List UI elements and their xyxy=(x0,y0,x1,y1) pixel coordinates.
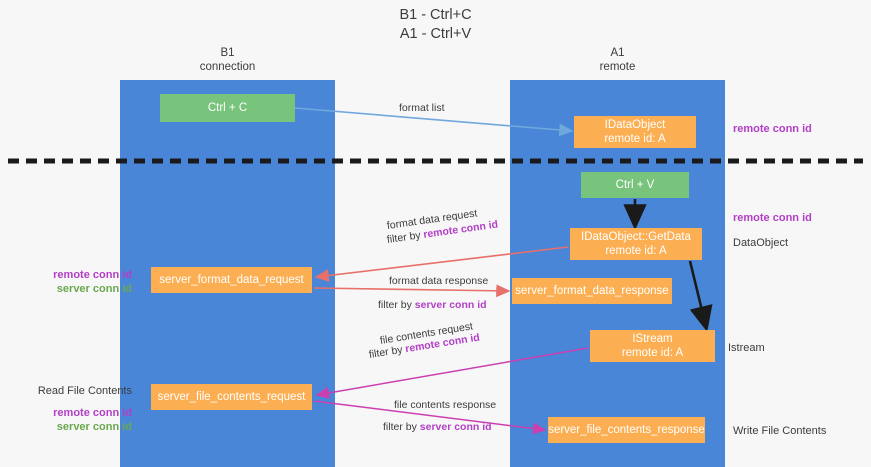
filter-key-server-conn-id: server conn id xyxy=(414,299,487,311)
title-line-1: B1 - Ctrl+C xyxy=(399,7,472,23)
node-ctrl-c-label: Ctrl + C xyxy=(207,102,248,114)
node-idataobject-line2: remote id: A xyxy=(604,133,666,145)
node-istream-line2: remote id: A xyxy=(621,347,684,359)
page-title: B1 - Ctrl+C A1 - Ctrl+V xyxy=(0,6,871,44)
column-header-b1-name: B1 xyxy=(220,47,235,59)
node-idataobject-getdata[interactable]: IDataObject::GetData remote id: A xyxy=(570,228,702,260)
filter-prefix: filter by xyxy=(386,228,425,246)
edge-label-file-contents-response: file contents response xyxy=(394,399,497,411)
annotation-remote-conn-id-mid: remote conn id xyxy=(733,212,812,224)
annotation-read-file-contents: Read File Contents xyxy=(37,385,132,397)
filter-prefix: filter by xyxy=(378,299,415,311)
column-header-a1-role: remote xyxy=(599,61,636,73)
node-ctrl-v[interactable]: Ctrl + V xyxy=(581,172,689,198)
node-idataobject-line1: IDataObject xyxy=(604,119,666,131)
node-server-file-contents-response[interactable]: server_file_contents_response xyxy=(548,417,705,443)
node-server-file-contents-request-label: server_file_contents_request xyxy=(157,391,306,403)
edge-label-format-data-response-filter: filter by server conn id xyxy=(378,298,487,312)
edge-label-format-list: format list xyxy=(399,102,445,114)
annotation-left-conn-ids: remote conn id server conn id xyxy=(22,268,132,296)
node-server-file-contents-response-label: server_file_contents_response xyxy=(548,424,705,436)
annotation-write-file-contents: Write File Contents xyxy=(733,425,827,437)
annotation-left-read-file-contents-group: Read File Contents remote conn id server… xyxy=(14,384,132,434)
node-server-file-contents-request[interactable]: server_file_contents_request xyxy=(151,384,312,410)
annotation-left-remote-conn-id-2: remote conn id xyxy=(53,407,132,419)
column-header-a1: A1 remote xyxy=(510,46,725,74)
annotation-istream: Istream xyxy=(728,342,765,354)
column-header-b1: B1 connection xyxy=(120,46,335,74)
column-header-a1-name: A1 xyxy=(610,47,625,59)
filter-prefix: filter by xyxy=(368,343,407,361)
node-istream[interactable]: IStream remote id: A xyxy=(590,330,715,362)
annotation-dataobject: DataObject xyxy=(733,237,789,249)
node-getdata-line2: remote id: A xyxy=(605,245,667,257)
node-idataobject[interactable]: IDataObject remote id: A xyxy=(574,116,696,148)
node-ctrl-c[interactable]: Ctrl + C xyxy=(160,94,295,122)
node-server-format-data-request[interactable]: server_format_data_request xyxy=(151,267,312,293)
annotation-left-server-conn-id: server conn id xyxy=(56,283,132,295)
annotation-remote-conn-id-top: remote conn id xyxy=(733,123,812,135)
filter-prefix: filter by xyxy=(383,421,420,433)
annotation-left-server-conn-id-2: server conn id xyxy=(56,421,132,433)
node-ctrl-v-label: Ctrl + V xyxy=(615,179,655,191)
annotation-left-remote-conn-id: remote conn id xyxy=(53,269,132,281)
title-line-2: A1 - Ctrl+V xyxy=(399,26,472,42)
filter-key-server-conn-id: server conn id xyxy=(419,421,492,433)
node-server-format-data-response[interactable]: server_format_data_response xyxy=(512,278,672,304)
node-istream-line1: IStream xyxy=(632,333,673,345)
edge-label-format-data-response: format data response xyxy=(389,275,489,287)
edge-label-file-contents-response-filter: filter by server conn id xyxy=(383,420,492,434)
column-header-b1-role: connection xyxy=(199,61,256,73)
node-server-format-data-response-label: server_format_data_response xyxy=(515,285,669,297)
node-getdata-line1: IDataObject::GetData xyxy=(581,231,691,243)
node-server-format-data-request-label: server_format_data_request xyxy=(159,274,304,286)
